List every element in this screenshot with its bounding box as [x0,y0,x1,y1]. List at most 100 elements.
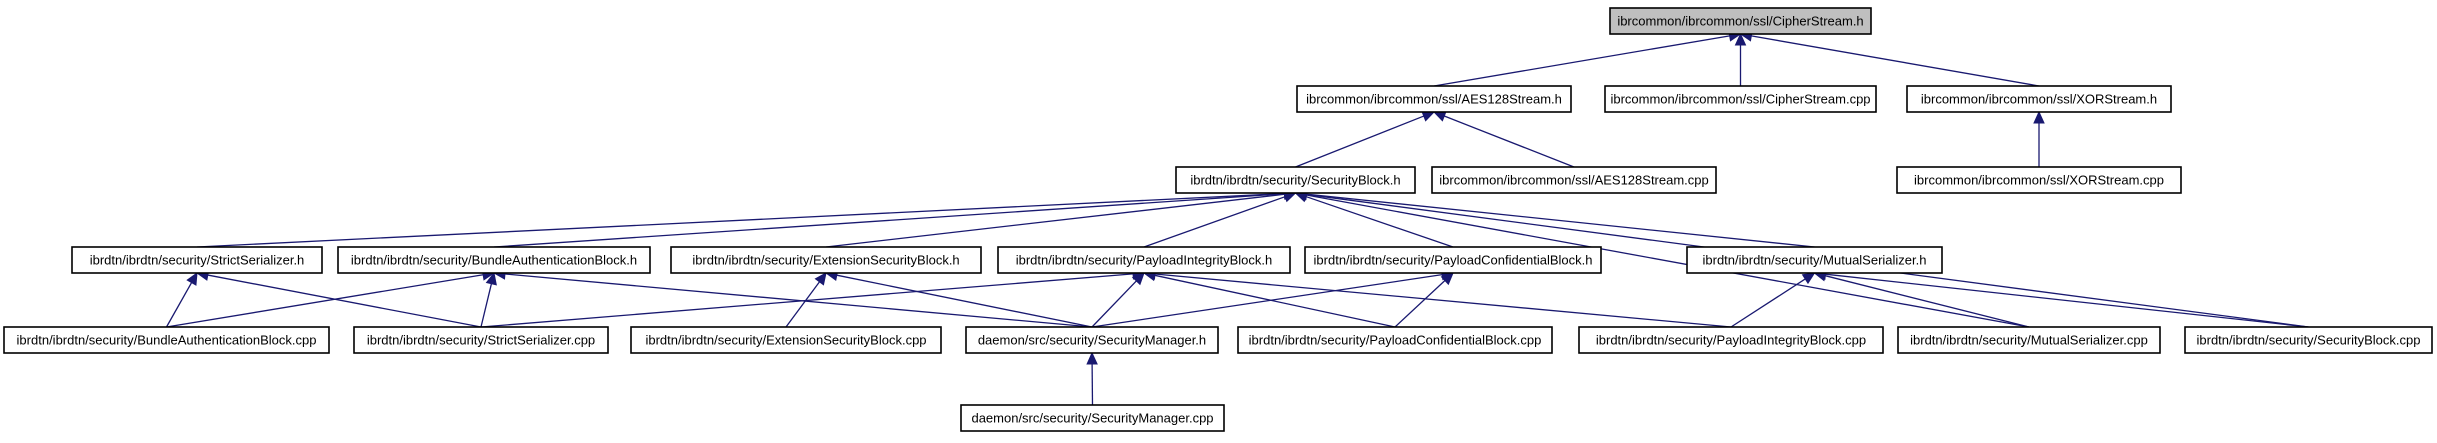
node-label: ibrcommon/ibrcommon/ssl/AES128Stream.cpp [1439,173,1709,188]
node-bundleauth_h[interactable]: ibrdtn/ibrdtn/security/BundleAuthenticat… [337,246,651,274]
node-label: ibrcommon/ibrcommon/ssl/XORStream.cpp [1914,173,2164,188]
edge-line [1305,195,1454,248]
edge-payloadint_h-to-securityblock_h [1143,191,1297,248]
edges-layer [165,30,2309,406]
node-label: ibrdtn/ibrdtn/security/PayloadConfidenti… [1249,333,1542,348]
arrowhead [186,271,198,286]
node-box[interactable] [1175,166,1416,194]
node-payloadconf_h[interactable]: ibrdtn/ibrdtn/security/PayloadConfidenti… [1304,246,1602,274]
node-box[interactable] [1296,85,1572,113]
node-box[interactable] [1578,326,1884,354]
node-label: ibrdtn/ibrdtn/security/SecurityBlock.cpp [2197,333,2421,348]
edge-securityblock_cpp-to-mutualser_h [1813,268,2309,328]
node-label: daemon/src/security/SecurityManager.h [978,333,1206,348]
arrowhead [1131,272,1145,286]
node-box[interactable] [1304,246,1602,274]
edge-payloadconf_cpp-to-payloadint_h [1142,269,1396,328]
node-label: ibrdtn/ibrdtn/security/MutualSerializer.… [1703,253,1927,268]
edge-line [1730,278,1806,328]
node-aes128stream_h[interactable]: ibrcommon/ibrcommon/ssl/AES128Stream.h [1296,85,1572,113]
node-label: ibrcommon/ibrcommon/ssl/CipherStream.h [1617,14,1863,29]
edge-line [1143,196,1286,248]
node-box[interactable] [1906,85,2172,113]
node-xorstream_h[interactable]: ibrcommon/ibrcommon/ssl/XORStream.h [1906,85,2172,113]
edge-secmgr_cpp-to-secmgr_h [1086,351,1098,406]
node-mutualser_cpp[interactable]: ibrdtn/ibrdtn/security/MutualSerializer.… [1897,326,2161,354]
edge-payloadconf_h-to-securityblock_h [1294,191,1454,248]
node-mutualser_h[interactable]: ibrdtn/ibrdtn/security/MutualSerializer.… [1686,246,1943,274]
arrowhead [2033,110,2045,124]
node-cipherstream_cpp[interactable]: ibrcommon/ibrcommon/ssl/CipherStream.cpp [1604,85,1877,113]
edge-line [1825,273,2309,328]
node-extsec_h[interactable]: ibrdtn/ibrdtn/security/ExtensionSecurity… [670,246,982,274]
node-payloadint_h[interactable]: ibrdtn/ibrdtn/security/PayloadIntegrityB… [997,246,1291,274]
edge-line [785,281,820,328]
node-box[interactable] [71,246,323,274]
node-box[interactable] [2184,326,2433,354]
nodes-layer: ibrcommon/ibrcommon/ssl/CipherStream.h ib… [3,7,2433,432]
node-label: ibrdtn/ibrdtn/security/ExtensionSecurity… [645,333,926,348]
node-box[interactable] [1686,246,1943,274]
node-box[interactable] [670,246,982,274]
node-label: ibrdtn/ibrdtn/security/PayloadIntegrityB… [1016,253,1273,268]
edge-cipherstream_cpp-to-cipherstream_h [1734,32,1747,86]
node-payloadconf_cpp[interactable]: ibrdtn/ibrdtn/security/PayloadConfidenti… [1237,326,1553,354]
edge-line [166,274,484,328]
edge-strictserializer_cpp-to-payloadint_h [480,268,1146,328]
node-box[interactable] [997,246,1291,274]
edge-payloadint_cpp-to-mutualser_h [1730,272,1816,328]
node-extsec_cpp[interactable]: ibrdtn/ibrdtn/security/ExtensionSecurity… [630,326,942,354]
node-label: ibrcommon/ibrcommon/ssl/CipherStream.cpp [1610,92,1870,107]
arrowhead [1440,272,1454,286]
node-securityblock_cpp[interactable]: ibrdtn/ibrdtn/security/SecurityBlock.cpp [2184,326,2433,354]
node-box[interactable] [1609,7,1872,35]
edge-line [207,274,482,328]
edge-xorstream_cpp-to-xorstream_h [2033,110,2045,167]
edge-strictserializer_h-to-securityblock_h [196,187,1297,248]
node-label: ibrdtn/ibrdtn/security/BundleAuthenticat… [17,333,317,348]
edge-aes128stream_cpp-to-aes128stream_h [1432,110,1575,168]
arrowhead [1801,272,1816,285]
edge-payloadint_cpp-to-payloadint_h [1142,268,1732,328]
edge-line [480,273,1134,328]
node-box[interactable] [337,246,651,274]
edge-line [1306,193,1815,248]
arrowhead [485,271,497,286]
node-payloadint_cpp[interactable]: ibrdtn/ibrdtn/security/PayloadIntegrityB… [1578,326,1884,354]
node-box[interactable] [1897,326,2161,354]
node-box[interactable] [3,326,330,354]
edge-line [1154,273,1732,328]
edge-secmgr_h-to-payloadconf_h [1091,268,1455,328]
node-secmgr_cpp[interactable]: daemon/src/security/SecurityManager.cpp [960,404,1225,432]
node-strictserializer_h[interactable]: ibrdtn/ibrdtn/security/StrictSerializer.… [71,246,323,274]
edge-line [825,193,1285,248]
node-xorstream_cpp[interactable]: ibrcommon/ibrcommon/ssl/XORStream.cpp [1896,166,2182,194]
node-box[interactable] [630,326,942,354]
node-box[interactable] [1896,166,2182,194]
node-label: ibrdtn/ibrdtn/security/StrictSerializer.… [367,333,595,348]
node-box[interactable] [353,326,609,354]
node-aes128stream_cpp[interactable]: ibrcommon/ibrcommon/ssl/AES128Stream.cpp [1431,166,1717,194]
edge-aes128stream_h-to-cipherstream_h [1433,30,1742,87]
edge-mutualser_cpp-to-mutualser_h [1813,270,2030,328]
node-box[interactable] [1604,85,1877,113]
node-box[interactable] [1431,166,1717,194]
node-label: ibrdtn/ibrdtn/security/StrictSerializer.… [90,253,305,268]
node-secmgr_h[interactable]: daemon/src/security/SecurityManager.h [965,326,1219,354]
edge-line [1751,35,2040,87]
edge-line [480,283,493,328]
node-box[interactable] [1237,326,1553,354]
node-strictserializer_cpp[interactable]: ibrdtn/ibrdtn/security/StrictSerializer.… [353,326,609,354]
edge-line [493,193,1285,248]
node-securityblock_h[interactable]: ibrdtn/ibrdtn/security/SecurityBlock.h [1175,166,1416,194]
edge-payloadconf_cpp-to-payloadconf_h [1394,272,1454,328]
edge-line [1091,280,1137,328]
node-box[interactable] [965,326,1219,354]
arrowhead [814,272,827,286]
node-box[interactable] [960,404,1225,432]
edge-line [196,192,1285,248]
edge-extsec_cpp-to-extsec_h [785,272,827,328]
node-bundleauth_cpp[interactable]: ibrdtn/ibrdtn/security/BundleAuthenticat… [3,326,330,354]
node-cipherstream_h[interactable]: ibrcommon/ibrcommon/ssl/CipherStream.h [1609,7,1872,35]
node-label: ibrdtn/ibrdtn/security/PayloadConfidenti… [1314,253,1593,268]
